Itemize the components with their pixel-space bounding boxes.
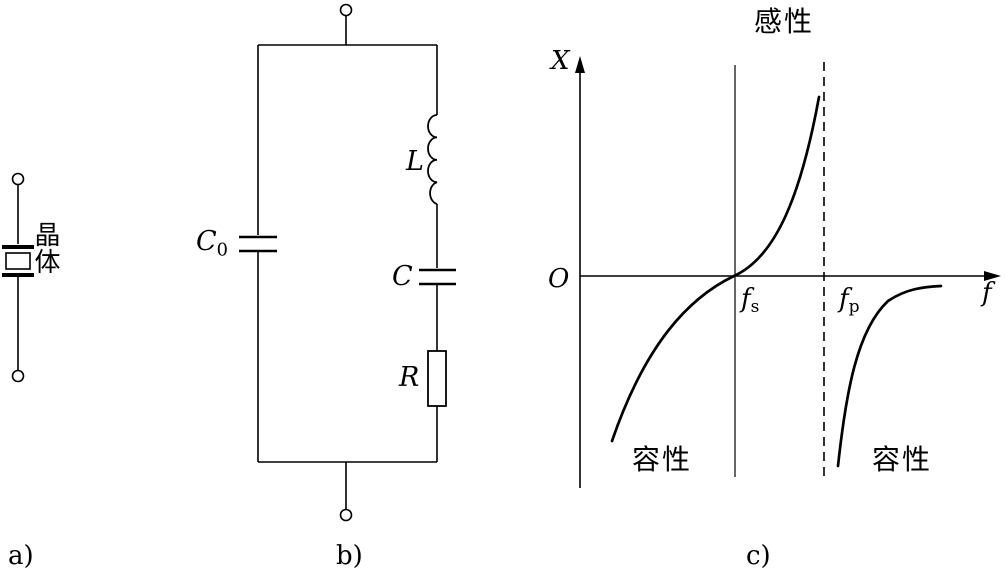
terminal-circle <box>11 369 25 383</box>
fs-main: f <box>741 284 751 314</box>
terminal-circle <box>339 3 353 17</box>
crystal-body <box>5 252 31 270</box>
y-axis-arrow-icon <box>575 56 585 73</box>
caption-c: c) <box>746 541 771 571</box>
part-a-crystal-symbol <box>2 172 34 383</box>
inductor-coil <box>427 114 438 205</box>
fp-main: f <box>839 284 849 314</box>
fs-sub: s <box>750 297 760 318</box>
caption-a: a) <box>8 541 34 571</box>
caption-b: b) <box>336 541 363 571</box>
terminal-circle <box>11 172 25 186</box>
fp-label: fp <box>839 286 860 316</box>
region-capacitive-left-label: 容性 <box>632 443 693 476</box>
y-axis-label: X <box>551 46 570 76</box>
terminal-circle <box>339 508 353 522</box>
inductor-label: L <box>406 146 424 177</box>
origin-label: O <box>548 264 570 294</box>
region-capacitive-right-label: 容性 <box>872 443 933 476</box>
resistor-box <box>427 350 447 407</box>
fs-label: fs <box>741 286 759 316</box>
c0-label: C0 <box>196 228 228 259</box>
c0-sub: 0 <box>216 239 229 261</box>
series-capacitor-label: C <box>392 261 413 292</box>
part-b-equivalent-circuit <box>239 3 456 522</box>
reactance-curve-right <box>836 284 943 468</box>
x-axis-arrow-icon <box>984 271 1001 281</box>
reactance-curve-left <box>610 95 821 443</box>
crystal-label: 晶体 <box>30 221 60 275</box>
region-inductive-label: 感性 <box>754 5 815 38</box>
fp-sub: p <box>848 297 860 318</box>
resistor-label: R <box>399 362 420 393</box>
part-c-reactance-plot <box>575 56 1001 488</box>
x-axis-label: f <box>982 278 992 308</box>
c0-main: C <box>196 226 217 257</box>
